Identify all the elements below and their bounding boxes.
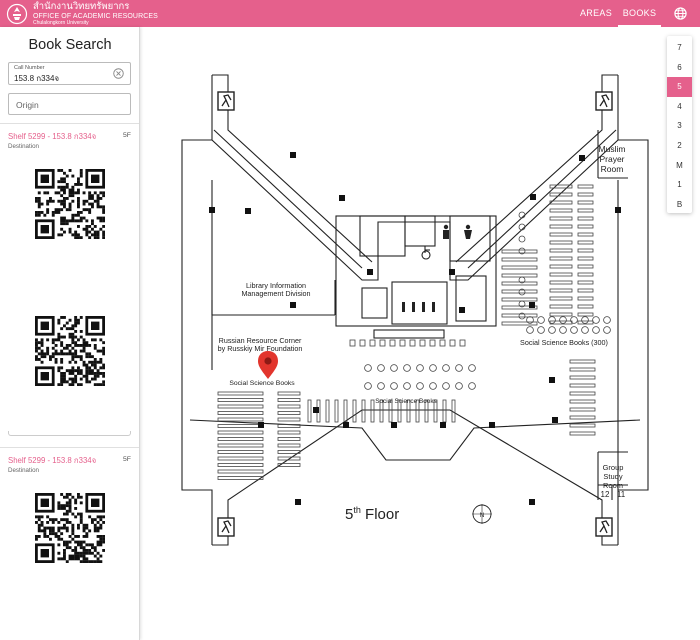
sidebar-title: Book Search bbox=[28, 37, 112, 53]
elevator-icon bbox=[402, 302, 435, 312]
floor-button-4[interactable]: 4 bbox=[677, 101, 682, 111]
muslim-prayer-room-label: Room bbox=[601, 164, 624, 174]
room-number-label: 11 bbox=[617, 490, 626, 499]
qr-code-icon bbox=[35, 316, 105, 386]
call-number-value[interactable]: 153.8 ก334จ bbox=[14, 74, 60, 83]
floor-button-1[interactable]: 1 bbox=[677, 180, 682, 190]
call-number-label: Call Number bbox=[14, 65, 45, 71]
social-science-left-label: Social Science Books bbox=[229, 380, 295, 387]
social-science-right-label: Social Science Books (300) bbox=[520, 338, 608, 347]
floor-button-m[interactable]: M bbox=[676, 160, 683, 170]
results-divider bbox=[0, 447, 139, 448]
result-floor: 5F bbox=[123, 132, 131, 139]
result-floor: 5F bbox=[123, 456, 131, 463]
accessible-icon bbox=[421, 246, 431, 260]
result-shelf: Shelf 5299 - 153.8 ก334จ bbox=[8, 456, 97, 465]
floor-button-6[interactable]: 6 bbox=[677, 62, 682, 72]
university-seal-icon bbox=[6, 3, 28, 25]
exit-sign-icon bbox=[217, 517, 235, 537]
group-study-room-label: Study bbox=[603, 472, 622, 481]
nav-areas[interactable]: AREAS bbox=[579, 8, 612, 18]
muslim-prayer-room-label: Muslim bbox=[599, 144, 626, 154]
origin-field[interactable]: Origin bbox=[8, 93, 131, 115]
result-destination: Destination bbox=[8, 467, 39, 474]
result-separator bbox=[0, 123, 139, 124]
floor-button-3[interactable]: 3 bbox=[677, 121, 682, 131]
clear-icon[interactable] bbox=[113, 68, 124, 79]
origin-placeholder: Origin bbox=[16, 100, 39, 110]
org-university-name: Chulalongkorn University bbox=[33, 19, 89, 26]
floor-map[interactable]: Library Information Management Division … bbox=[150, 40, 665, 640]
library-info-label: Library Information bbox=[246, 281, 306, 290]
result-card[interactable]: Shelf 5299 - 153.8 ก334จ 5F Destination bbox=[0, 455, 139, 640]
organization-name: สำนักงานวิทยทรัพยากร OFFICE OF ACADEMIC … bbox=[33, 2, 158, 26]
top-bar: สำนักงานวิทยทรัพยากร OFFICE OF ACADEMIC … bbox=[0, 0, 700, 27]
nav-books[interactable]: BOOKS bbox=[618, 0, 661, 27]
muslim-prayer-room-label: Prayer bbox=[599, 154, 624, 164]
result-destination: Destination bbox=[8, 143, 39, 150]
org-english-name: OFFICE OF ACADEMIC RESOURCES bbox=[33, 12, 158, 20]
result-shelf: Shelf 5299 - 153.8 ก334จ bbox=[8, 132, 97, 141]
qr-code-icon bbox=[35, 169, 105, 239]
qr-code-icon bbox=[35, 493, 105, 563]
call-number-field[interactable]: Call Number 153.8 ก334จ bbox=[8, 62, 131, 85]
restroom-icon bbox=[443, 224, 472, 239]
russian-corner-label: Russian Resource Corner bbox=[219, 336, 302, 345]
group-study-room-label: Group bbox=[603, 463, 624, 472]
library-info-label: Management Division bbox=[241, 289, 310, 298]
floor-button-b[interactable]: B bbox=[676, 199, 683, 209]
exit-sign-icon bbox=[595, 91, 613, 111]
exit-sign-icon bbox=[217, 91, 235, 111]
social-science-center-label: Social Science Books bbox=[375, 398, 436, 405]
floor-button-7[interactable]: 7 bbox=[677, 43, 682, 52]
russian-corner-label: by Russkiy Mir Foundation bbox=[218, 344, 303, 353]
reading-tables bbox=[364, 211, 611, 390]
location-marker-icon[interactable] bbox=[258, 351, 278, 379]
floor-button-5[interactable]: 5 bbox=[667, 77, 692, 98]
exit-sign-icon bbox=[595, 517, 613, 537]
floor-title: 5th Floor bbox=[345, 505, 399, 523]
result-card[interactable]: Shelf 5299 - 153.8 ก334จ 5F Destination bbox=[0, 131, 139, 443]
svg-text:N: N bbox=[480, 512, 485, 519]
search-sidebar: Book Search Call Number 153.8 ก334จ Orig… bbox=[0, 27, 140, 640]
card-bottom-edge bbox=[8, 431, 131, 436]
globe-icon[interactable] bbox=[674, 7, 687, 20]
pillars bbox=[209, 152, 621, 505]
room-number-label: 12 bbox=[601, 490, 610, 499]
org-thai-name: สำนักงานวิทยทรัพยากร bbox=[33, 1, 130, 12]
group-study-room-label: Room bbox=[603, 481, 623, 490]
compass-icon: N bbox=[472, 504, 492, 524]
floor-button-2[interactable]: 2 bbox=[677, 141, 682, 150]
